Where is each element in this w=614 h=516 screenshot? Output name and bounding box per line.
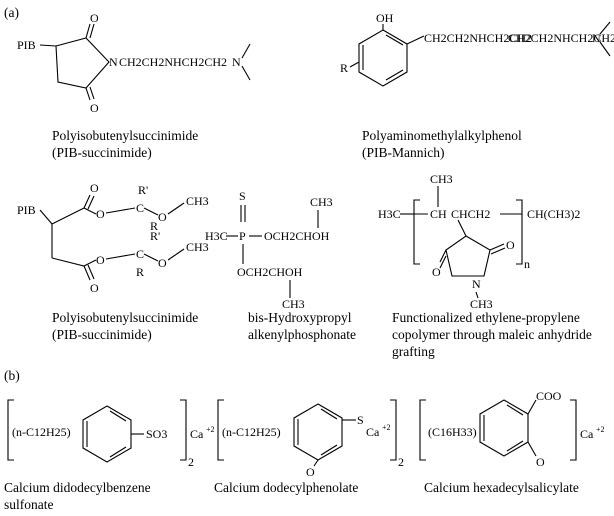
- atom-ch3: CH3: [186, 194, 209, 208]
- atom-o: O: [158, 256, 167, 270]
- caption-line: Calcium dodecylphenolate: [214, 480, 358, 495]
- structure-pib-succinimide-2: PIB O O O O C C R' R' R R O O CH3 CH3 Po…: [17, 181, 209, 342]
- atom-o: O: [158, 210, 167, 224]
- atom-s: S: [239, 189, 246, 203]
- atom-o: O: [306, 465, 315, 479]
- atom-n-sub: n: [524, 257, 530, 271]
- atom-o: O: [506, 238, 515, 252]
- caption-line: grafting: [392, 344, 435, 359]
- amine-chain: CH2CH2NHCH2CH2: [119, 55, 227, 69]
- carboxylate-group: COO: [536, 389, 562, 403]
- caption-line: Polyaminomethylalkylphenol: [362, 128, 522, 143]
- atom-n-ring: N: [109, 55, 118, 69]
- atom-n-terminal: N: [592, 31, 601, 45]
- caption-line: alkenylphosphonate: [248, 327, 356, 342]
- atom-o-bottom: O: [90, 101, 99, 115]
- atom-r-prime: R': [138, 183, 148, 197]
- charge-superscript: +2: [382, 423, 391, 432]
- atom-o: O: [90, 181, 99, 195]
- end-group: CH(CH3)2: [527, 207, 580, 221]
- atom-c: C: [136, 247, 144, 261]
- atom-r: R: [136, 265, 144, 279]
- count-subscript: 2: [188, 455, 194, 469]
- calcium-ion: Ca: [580, 427, 594, 441]
- panel-label-b: (b): [4, 368, 20, 383]
- atom-pib: PIB: [17, 203, 36, 217]
- structure-pib-mannich: OH CH2CH2NHCH2CH2 CH2CH2NHCH2CH2 N R Pol…: [340, 11, 614, 160]
- caption-line: Calcium didodecylbenzene: [4, 480, 151, 495]
- ester-group: OCH2CHOH: [264, 229, 330, 243]
- caption-line: copolymer through maleic anhydride: [392, 327, 592, 342]
- structure-calcium-phenolate: (n-C12H25) S Ca +2 O 2 Calcium dodecylph…: [214, 399, 404, 495]
- caption-line: sulfonate: [4, 497, 54, 512]
- calcium-ion: Ca: [190, 427, 204, 441]
- atom-o: O: [432, 265, 441, 279]
- atom-ch3: CH3: [310, 195, 333, 209]
- atom-r: R: [150, 219, 158, 233]
- alkyl-group: (n-C12H25): [12, 425, 71, 439]
- caption-line: (PIB-succinimide): [52, 327, 152, 342]
- caption-line: Calcium hexadecylsalicylate: [424, 480, 579, 495]
- atom-h3c: H3C: [205, 229, 228, 243]
- atom-ch3: CH3: [282, 297, 305, 311]
- atom-r: R: [340, 61, 348, 75]
- atom-c: C: [136, 201, 144, 215]
- atom-s: S: [357, 413, 364, 427]
- count-subscript: 2: [398, 455, 404, 469]
- atom-ch3: CH3: [430, 172, 453, 186]
- atom-r-prime: R': [150, 229, 160, 243]
- atom-o: O: [96, 253, 105, 267]
- caption-line: (PIB-succinimide): [52, 145, 152, 160]
- alkyl-group: (n-C12H25): [222, 425, 281, 439]
- charge-superscript: +2: [206, 425, 215, 434]
- atom-o: O: [536, 455, 545, 469]
- charge-superscript: +2: [596, 425, 605, 434]
- atom-pib: PIB: [17, 38, 36, 52]
- caption-line: Polyisobutenylsuccinimide: [52, 128, 198, 143]
- calcium-ion: Ca: [366, 425, 380, 439]
- atom-n-terminal: N: [232, 55, 241, 69]
- atom-oh: OH: [376, 11, 394, 25]
- atom-p: P: [239, 229, 246, 243]
- atom-o-top: O: [90, 11, 99, 25]
- alkyl-group: (C16H33): [428, 425, 477, 439]
- amine-chain: CH2CH2NHCH2CH2: [424, 31, 532, 45]
- atom-o: O: [96, 207, 105, 221]
- structure-calcium-sulfonate: (n-C12H25) SO3 2 Ca +2 Calcium didodecyl…: [4, 399, 215, 512]
- atom-ch3: CH3: [186, 240, 209, 254]
- structure-copolymer: H3C CH CH3 CHCH2 n CH(CH3)2 O O N CH3 Fu…: [378, 172, 592, 359]
- structure-pib-succinimide-1: PIB O O N CH2CH2NHCH2CH2 N Polyisobuteny…: [17, 11, 251, 160]
- atom-o: O: [90, 281, 99, 295]
- caption-line: Functionalized ethylene-propylene: [392, 310, 580, 325]
- amine-chain: CH2CH2NHCH2CH2: [508, 31, 614, 45]
- atom-n: N: [472, 277, 481, 291]
- structure-calcium-salicylate: (C16H33) COO O Ca +2 Calcium hexadecylsa…: [419, 389, 605, 495]
- caption-line: (PIB-Mannich): [362, 145, 444, 160]
- ester-group: OCH2CHOH: [237, 265, 303, 279]
- sulfonate-group: SO3: [146, 427, 167, 441]
- caption-line: bis-Hydroxypropyl: [248, 310, 352, 325]
- panel-label-a: (a): [4, 5, 19, 20]
- atom-ch3: CH3: [470, 297, 493, 311]
- atom-ch: CH: [430, 207, 447, 221]
- atom-h3c: H3C: [378, 207, 401, 221]
- caption-line: Polyisobutenylsuccinimide: [52, 310, 198, 325]
- structure-phosphonate: S H3C P OCH2CHOH CH3 OCH2CHOH CH3 bis-Hy…: [205, 189, 356, 342]
- chain-segment: CHCH2: [451, 207, 490, 221]
